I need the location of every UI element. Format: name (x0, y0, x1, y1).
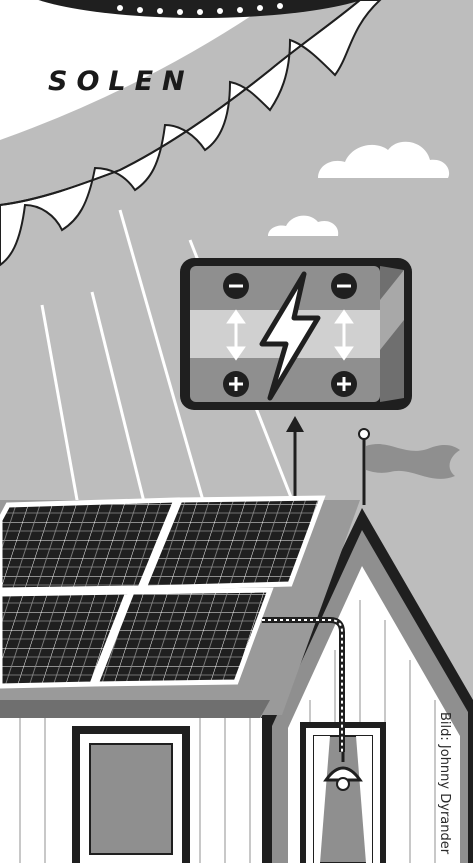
flag-icon (359, 429, 460, 505)
sun-label: SOLEN (48, 66, 194, 97)
image-credit: Bild: Johnny Dyrander (437, 712, 452, 863)
cloud-icon (268, 142, 449, 236)
battery-icon (180, 258, 412, 410)
